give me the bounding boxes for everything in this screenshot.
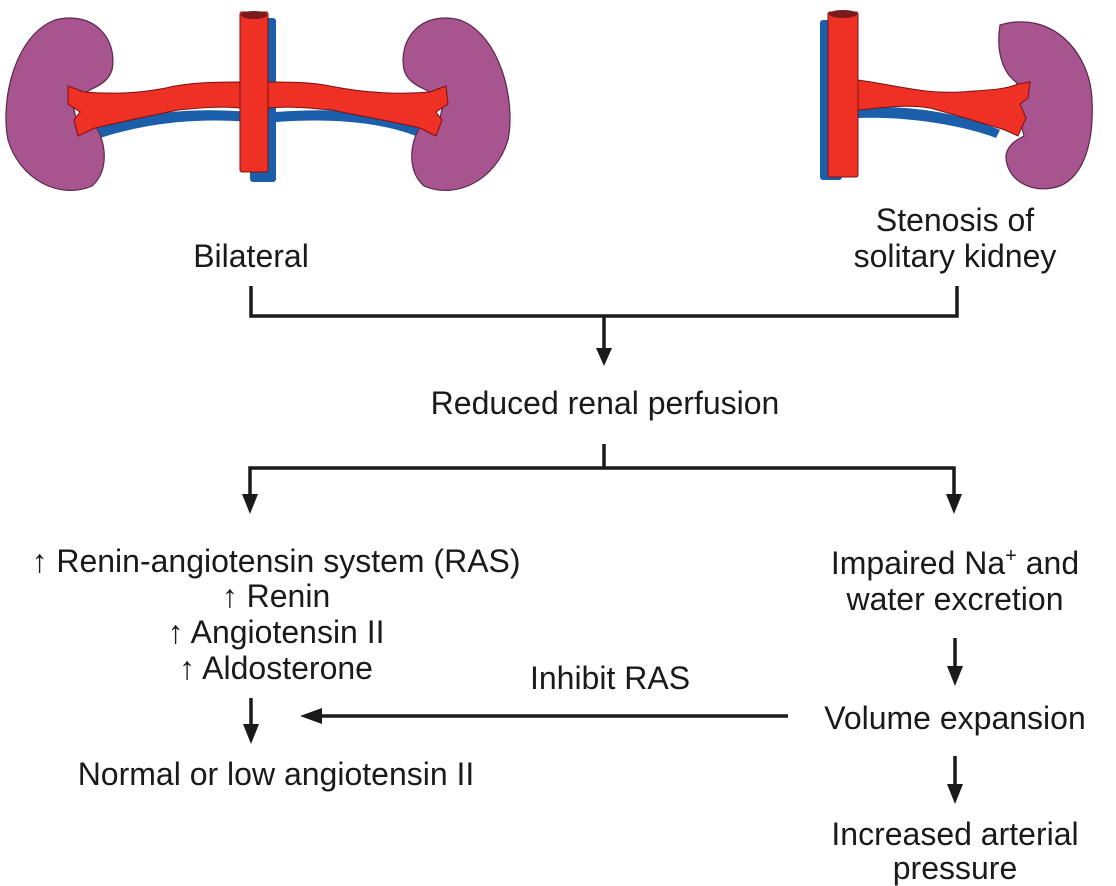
- aorta-opening: [241, 11, 267, 19]
- aorta: [239, 11, 269, 173]
- label-volume-expansion: Volume expansion: [824, 700, 1086, 736]
- label-reduced-perfusion: Reduced renal perfusion: [430, 385, 780, 421]
- aorta-solitary: [827, 11, 859, 178]
- label-ras-renin: ↑ Renin: [221, 578, 331, 614]
- aorta-solitary-opening: [829, 10, 857, 18]
- bilateral-illustration: [5, 11, 511, 191]
- label-impaired-line2: water excretion: [846, 581, 1064, 617]
- renal-artery-left: [67, 81, 241, 137]
- arrowhead-down-icon: [946, 494, 962, 514]
- label-ras-aldosterone: ↑ Aldosterone: [179, 650, 373, 686]
- renal-artery-right: [267, 81, 449, 137]
- solitary-illustration: [820, 10, 1093, 190]
- arrowhead-down-icon: [947, 784, 963, 804]
- bracket-top: [249, 286, 959, 318]
- arrowhead-down-icon: [947, 666, 963, 686]
- bracket-split: [248, 466, 956, 496]
- renal-vein-left: [95, 110, 250, 138]
- kidney-left: [5, 17, 114, 191]
- arrowhead-down-icon: [242, 494, 258, 514]
- label-ras-title: ↑ Renin-angiotensin system (RAS): [31, 543, 521, 579]
- label-impaired-na: Impaired Na: [830, 545, 1006, 581]
- label-normal-low: Normal or low angiotensin II: [77, 756, 475, 792]
- kidney-solitary: [998, 21, 1093, 190]
- label-increased-line1: Increased arterial: [831, 816, 1079, 852]
- label-inhibit-ras: Inhibit RAS: [529, 660, 691, 696]
- connectors: [248, 286, 959, 786]
- renal-artery-solitary: [857, 79, 1031, 137]
- label-sodium-plus: +: [1005, 545, 1017, 567]
- label-stenosis-line1: Stenosis of: [875, 202, 1035, 238]
- arrowhead-down-icon: [596, 348, 612, 366]
- arrowheads: [242, 348, 963, 804]
- label-bilateral: Bilateral: [193, 238, 309, 274]
- arrowhead-left-icon: [300, 708, 322, 724]
- kidney-right: [402, 17, 511, 191]
- label-ras-angiotensin: ↑ Angiotensin II: [167, 614, 385, 650]
- label-increased-line2: pressure: [892, 850, 1018, 886]
- label-impaired-and: and: [1016, 545, 1080, 581]
- label-stenosis-line2: solitary kidney: [853, 238, 1057, 274]
- renal-vein-solitary: [856, 106, 1000, 138]
- arrowhead-down-icon: [243, 724, 259, 744]
- label-impaired-line1: Impaired Na+ and: [800, 545, 1110, 581]
